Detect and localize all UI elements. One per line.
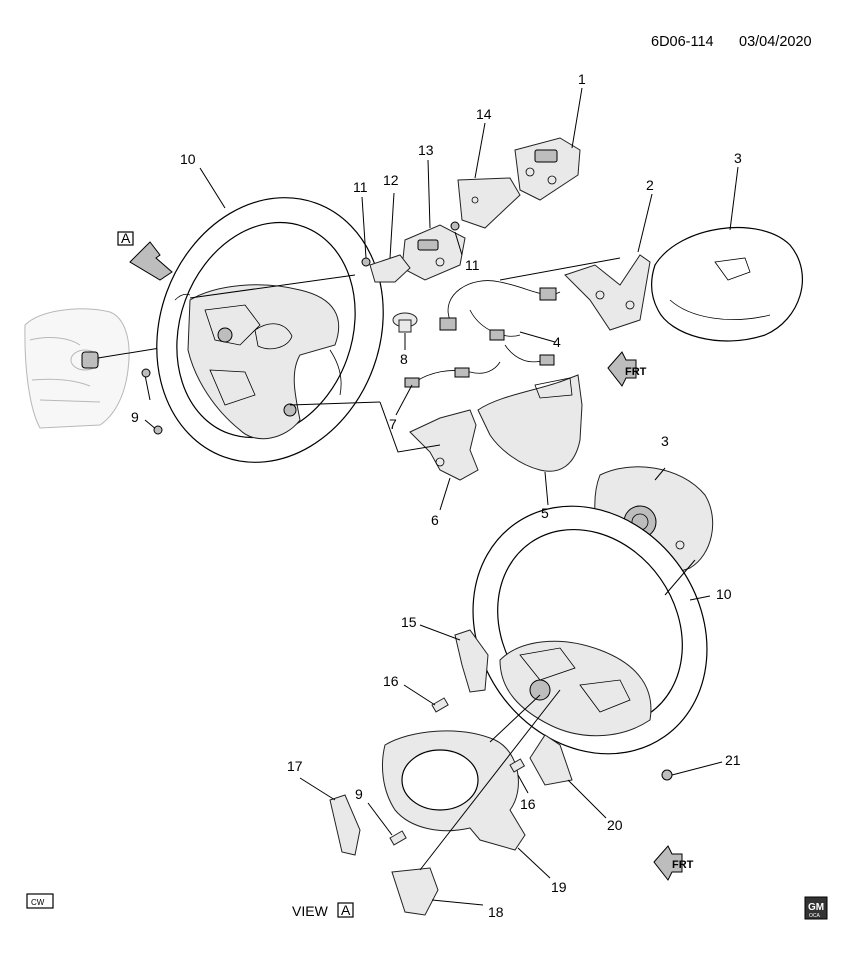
callout-15: 15: [401, 614, 417, 630]
gm-logo-sub: OCA: [809, 913, 821, 919]
part-2-bracket: [564, 254, 651, 331]
part-16-bolts: [431, 697, 526, 773]
steering-wheel-lower: [472, 505, 708, 755]
gm-logo: GM OCA: [804, 896, 828, 920]
callout-9-top: 9: [131, 409, 139, 425]
callout-11-top: 11: [353, 179, 368, 195]
callout-8: 8: [400, 351, 408, 367]
callout-3: 3: [734, 150, 742, 166]
callout-3-lower: 3: [661, 433, 669, 449]
callouts: 1 2 3 4 5 6 7 8 9 10 11 12 13 14 3 10 15…: [131, 71, 742, 920]
part-11-screws: [361, 221, 460, 267]
steering-wheel-top: [156, 197, 384, 463]
callout-10-top: 10: [180, 151, 196, 167]
callout-17: 17: [287, 758, 303, 774]
diagram-date: 03/04/2020: [739, 34, 812, 50]
view-arrow-letter: A: [121, 230, 131, 246]
callout-5: 5: [541, 505, 549, 521]
part-7-harness: [404, 361, 501, 388]
part-5-bezel: [477, 374, 583, 472]
part-8-fastener: [392, 312, 418, 333]
callout-10-lower: 10: [716, 586, 732, 602]
cw-label: CW: [31, 898, 45, 907]
part-19-cover: [381, 730, 526, 851]
front-label-upper: FRT: [625, 366, 647, 378]
part-18-trim: [391, 867, 439, 916]
diagram-code: 6D06-114: [651, 34, 714, 50]
view-a-label: VIEW A: [292, 902, 354, 919]
front-indicator-lower: FRT: [653, 845, 694, 881]
part-12-bracket: [369, 254, 411, 283]
part-17-trim: [329, 794, 361, 856]
part-15-bracket: [454, 629, 489, 693]
callout-9-lower: 9: [355, 786, 363, 802]
part-9-screws-top: [141, 368, 163, 435]
callout-13: 13: [418, 142, 434, 158]
callout-2: 2: [646, 177, 654, 193]
callout-16-right: 16: [520, 796, 536, 812]
callout-16-left: 16: [383, 673, 399, 689]
part-9-screw-lower: [389, 830, 407, 846]
part-13-switch: [401, 224, 466, 281]
view-label-prefix: VIEW: [292, 903, 329, 919]
part-14-bracket: [457, 177, 521, 229]
part-4-harness: [439, 280, 561, 366]
callout-11-mid: 11: [465, 257, 480, 273]
callout-20: 20: [607, 817, 623, 833]
callout-6: 6: [431, 512, 439, 528]
part-3-airbag: [651, 227, 804, 342]
callout-21: 21: [725, 752, 741, 768]
callout-19: 19: [551, 879, 567, 895]
leader-lines-bottom: [299, 467, 723, 906]
callout-14: 14: [476, 106, 492, 122]
part-1-switch: [514, 137, 581, 201]
cw-badge: CW: [26, 893, 54, 909]
view-a-arrow: A: [117, 230, 173, 281]
callout-1: 1: [578, 71, 586, 87]
view-label-letter: A: [341, 902, 351, 918]
part-20-trim: [529, 734, 573, 786]
part-21-screw: [661, 769, 673, 781]
callout-18: 18: [488, 904, 504, 920]
steering-column-ghost: [24, 308, 161, 429]
callout-7: 7: [389, 416, 397, 432]
leader-lines-top: [144, 87, 739, 511]
front-label-lower: FRT: [672, 859, 694, 871]
gm-logo-text: GM: [808, 902, 824, 913]
front-indicator-upper: FRT: [607, 351, 647, 387]
callout-4: 4: [553, 334, 561, 350]
part-6-trim: [409, 409, 479, 481]
callout-12: 12: [383, 172, 399, 188]
